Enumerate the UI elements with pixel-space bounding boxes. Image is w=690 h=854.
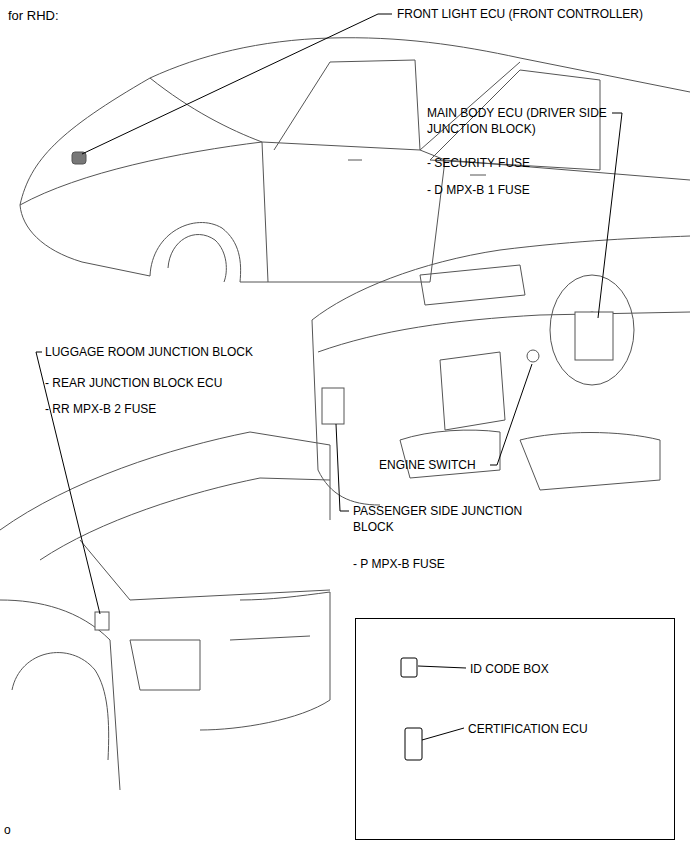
part-name: ENGINE SWITCH (379, 457, 476, 473)
part-name: CERTIFICATION ECU (468, 721, 588, 737)
front-car (20, 38, 690, 282)
part-name: - REAR JUNCTION BLOCK ECU (45, 375, 222, 391)
fuse-name: - P MPX-B FUSE (353, 556, 445, 572)
front-car (348, 160, 362, 161)
leader-line (36, 14, 622, 740)
dashboard (322, 388, 344, 424)
front-car (268, 150, 445, 282)
leader-line (336, 424, 349, 511)
part-name: PASSENGER SIDE JUNCTION BLOCK (353, 503, 528, 535)
rear-car (0, 432, 330, 790)
fuse-name: - RR MPX-B 2 FUSE (45, 401, 156, 417)
dashboard (550, 275, 634, 385)
rear-car (80, 540, 330, 600)
front-car (20, 38, 690, 205)
dashboard (312, 236, 690, 505)
part-icon (401, 658, 422, 760)
rear-car (95, 612, 109, 630)
fuse-name: - D MPX-B 1 FUSE (427, 182, 530, 198)
fuse-name: - SECURITY FUSE (427, 155, 530, 171)
front-car (72, 152, 86, 164)
part-icon (401, 658, 417, 677)
front-car (240, 142, 268, 282)
dashboard (440, 352, 505, 430)
dashboard (312, 320, 380, 505)
front-car (168, 235, 226, 282)
rear-car (0, 432, 330, 530)
front-car (274, 60, 420, 150)
title: for RHD: (8, 8, 59, 24)
inset-frame: ID CODE BOX CERTIFICATION ECU (355, 618, 675, 840)
leader-line (82, 14, 392, 154)
front-car (20, 205, 150, 276)
dashboard (312, 236, 690, 320)
rear-car (130, 640, 200, 690)
front-car (470, 175, 486, 176)
dashboard (575, 312, 613, 360)
front-car (150, 223, 241, 282)
leader-line (598, 113, 622, 318)
rear-car (200, 592, 330, 730)
leader-line (36, 352, 100, 614)
part-icon (405, 728, 422, 760)
rear-car (0, 600, 120, 790)
rear-car (230, 636, 310, 640)
leader-line (418, 666, 466, 668)
figure-mark: o (4, 822, 11, 838)
part-name: FRONT LIGHT ECU (FRONT CONTROLLER) (397, 6, 643, 22)
leader-line (422, 728, 464, 740)
dashboard (527, 350, 539, 362)
part-name: MAIN BODY ECU (DRIVER SIDE JUNCTION BLOC… (427, 105, 609, 137)
dashboard (420, 265, 525, 305)
part-name: LUGGAGE ROOM JUNCTION BLOCK (45, 344, 253, 360)
leader-line (490, 364, 532, 465)
front-car (20, 142, 262, 205)
part-name: ID CODE BOX (470, 661, 549, 677)
dashboard (520, 433, 660, 491)
rear-car (12, 653, 109, 760)
